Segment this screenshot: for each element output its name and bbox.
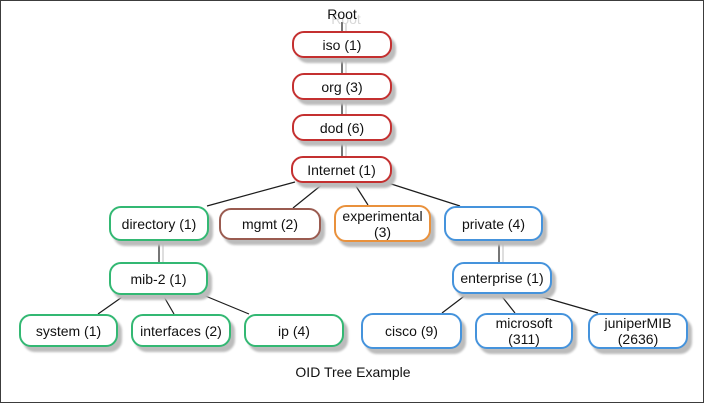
tree-node-label: system (1) — [35, 322, 102, 339]
tree-node-label: mgmt (2) — [242, 216, 298, 232]
tree-edge-mib-2-system — [97, 294, 126, 315]
tree-edge-internet-experimental — [353, 182, 369, 206]
tree-node-label: ip (4) — [278, 322, 310, 339]
tree-node-label: Internet (1) — [307, 161, 376, 178]
tree-edge-internet-directory — [206, 181, 296, 207]
tree-node-iso: iso (1) — [292, 31, 392, 58]
tree-root-label: Root — [327, 6, 357, 22]
tree-node-label: enterprise (1) — [460, 270, 544, 286]
tree-node-label: experimental — [342, 207, 423, 224]
tree-node-label: iso (1) — [322, 36, 362, 53]
tree-node-interfaces: interfaces (2) — [131, 314, 231, 347]
tree-node-label: microsoft — [495, 315, 553, 331]
tree-edge-enterprise-juniperMIB — [531, 293, 599, 314]
tree-node-label: (3) — [373, 223, 392, 240]
tree-edge-mib-2-ip — [202, 294, 250, 315]
tree-node-cisco: cisco (9) — [361, 313, 462, 349]
tree-node-label: (311) — [508, 331, 540, 347]
tree-node-system: system (1) — [19, 314, 118, 347]
tree-node-dod: dod (6) — [292, 114, 392, 141]
tree-node-label: org (3) — [321, 78, 363, 95]
tree-edge-enterprise-microsoft — [499, 293, 516, 314]
tree-node-label: juniperMIB — [604, 315, 672, 331]
tree-node-ip: ip (4) — [244, 314, 344, 347]
tree-node-label: private (4) — [461, 215, 526, 232]
tree-node-experimental: experimental(3) — [334, 205, 431, 242]
tree-node-enterprise: enterprise (1) — [452, 262, 552, 294]
tree-node-juniperMIB: juniperMIB(2636) — [588, 313, 688, 349]
tree-edge-enterprise-cisco — [441, 293, 468, 314]
tree-node-private: private (4) — [444, 206, 543, 241]
diagram-caption: OID Tree Example — [295, 364, 411, 380]
tree-node-label: dod (6) — [319, 119, 365, 136]
tree-node-label: mib-2 (1) — [130, 270, 187, 287]
tree-edge-mib-2-interfaces — [162, 294, 175, 315]
tree-edge-internet-mgmt — [292, 182, 325, 209]
tree-node-label: cisco (9) — [385, 323, 438, 339]
tree-edge-internet-private — [384, 181, 461, 207]
tree-node-mib-2: mib-2 (1) — [109, 262, 208, 295]
tree-node-mgmt: mgmt (2) — [219, 208, 321, 240]
tree-node-internet: Internet (1) — [291, 156, 392, 183]
tree-node-label: (2636) — [617, 331, 659, 347]
tree-node-label: directory (1) — [121, 215, 197, 232]
tree-node-org: org (3) — [292, 73, 392, 100]
tree-node-label: interfaces (2) — [140, 322, 222, 339]
tree-node-microsoft: microsoft(311) — [475, 313, 573, 349]
tree-node-directory: directory (1) — [109, 206, 209, 241]
